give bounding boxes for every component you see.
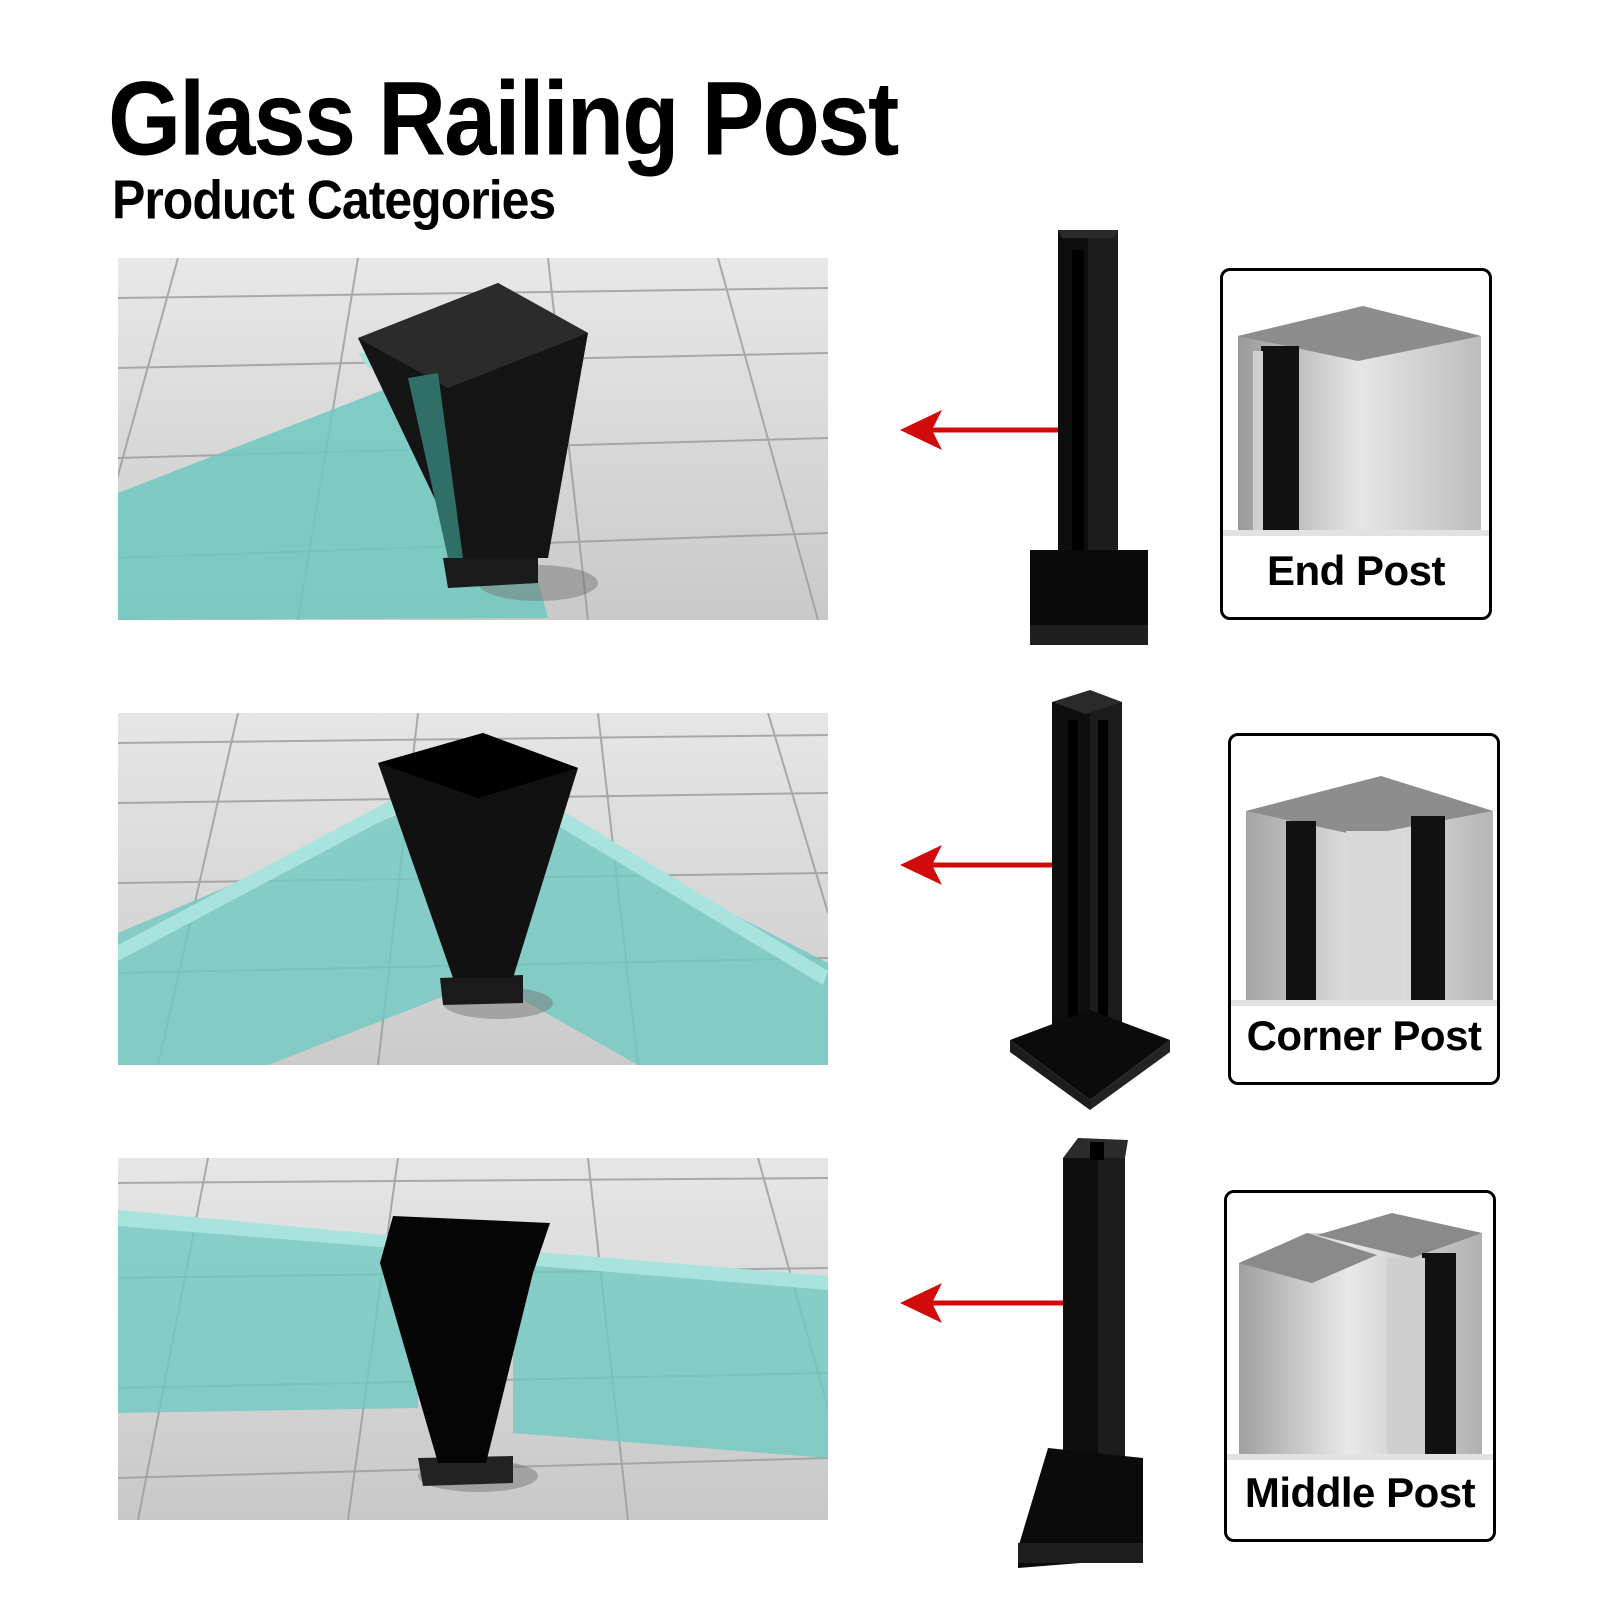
corner-post-label: Corner Post xyxy=(1246,1012,1482,1059)
corner-post-card: Corner Post xyxy=(1228,733,1500,1085)
end-post-profile-icon xyxy=(1223,306,1489,536)
corner-post-profile-icon xyxy=(1231,776,1497,1006)
black-end-post-icon xyxy=(1030,230,1148,645)
middle-post-label: Middle Post xyxy=(1244,1469,1476,1516)
page-subtitle: Product Categories xyxy=(112,169,556,231)
middle-post-profile-icon xyxy=(1227,1213,1493,1460)
left-arrow-icon xyxy=(900,410,1068,450)
end-post-card: End Post xyxy=(1220,268,1492,620)
corner-post-installation-image xyxy=(118,713,828,1065)
end-post-label: End Post xyxy=(1266,547,1446,594)
middle-post-installation-image xyxy=(118,1158,828,1520)
middle-post-card: Middle Post xyxy=(1224,1190,1496,1542)
left-arrow-icon xyxy=(900,845,1068,885)
black-middle-post-icon xyxy=(1018,1138,1143,1568)
end-post-installation-image xyxy=(118,258,828,620)
page-title: Glass Railing Post xyxy=(108,59,899,177)
black-corner-post-icon xyxy=(1010,690,1170,1110)
left-arrow-icon xyxy=(900,1283,1068,1323)
